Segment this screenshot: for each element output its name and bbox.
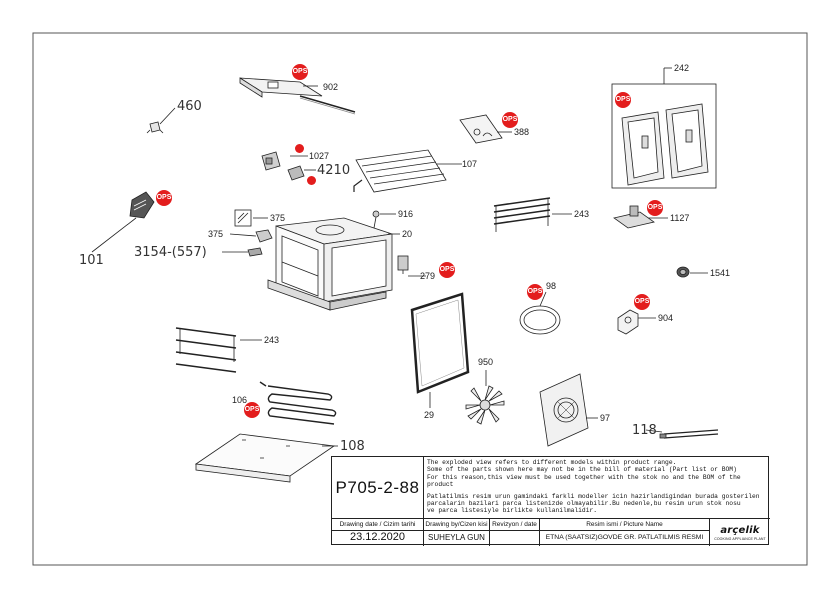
part-label-1541: 1541 [710, 268, 731, 278]
ops-badge-106: OPS [244, 402, 260, 418]
part-29-door-seal [410, 292, 470, 408]
logo-tagline: COOKING APPLIANCE PLANT [714, 536, 766, 541]
part-118-rods [645, 429, 719, 439]
header-drawing-by: Drawing by/Cizen kisi [424, 519, 490, 531]
header-drawing-date: Drawing date / Cizim tarihi [332, 519, 424, 531]
part-20-oven-body [267, 217, 400, 311]
part-label-1127: 1127 [670, 213, 690, 223]
part-1127-plate [613, 205, 668, 229]
ops-badge-388: OPS [502, 112, 518, 128]
part-label-902: 902 [323, 82, 339, 92]
value-drawing-date: 23.12.2020 [332, 531, 424, 546]
note-en-2: Some of the parts shown here may not be … [427, 466, 737, 474]
part-460-clip [146, 107, 176, 134]
ops-badge-902: OPS [292, 64, 308, 80]
part-label-950: 950 [478, 357, 494, 367]
value-revision [490, 531, 540, 546]
part-label-97: 97 [600, 413, 611, 423]
header-revision: Revizyon / date [490, 519, 540, 531]
part-label-98: 98 [546, 281, 557, 291]
part-243-rack-right [493, 197, 572, 232]
part-375-lamp [229, 229, 273, 243]
ops-badge-1127: OPS [647, 200, 663, 216]
part-3154-clip [222, 247, 263, 257]
part-label-388: 388 [514, 127, 530, 137]
part-label-243-left: 243 [264, 335, 280, 345]
part-108-bottom-tray [194, 433, 338, 483]
ops-badge-242: OPS [615, 92, 631, 108]
ops-badge-101: OPS [156, 190, 172, 206]
value-picture-name: ETNA (SAATSIZ)GOVDE GR. PATLATILMIS RESM… [540, 531, 710, 546]
note-tr-3: ve parca listesiyle birlikte kullanilmal… [427, 507, 598, 515]
drawing-frame [32, 32, 808, 566]
part-388-bag [459, 114, 512, 144]
logo-brand: arçelik [720, 524, 760, 536]
part-label-243-right: 243 [574, 209, 590, 219]
part-label-460: 460 [177, 99, 202, 114]
part-label-106: 106 [232, 395, 248, 405]
title-block: P705-2-88 The exploded view refers to di… [331, 456, 770, 546]
part-950-fan-blade [465, 370, 505, 425]
part-902-bracket [239, 77, 356, 115]
part-label-904: 904 [658, 313, 674, 323]
part-label-107: 107 [462, 159, 478, 169]
part-label-118: 118 [632, 423, 657, 438]
value-drawing-by: SUHEYLA GUN [424, 531, 490, 546]
note-en-1: The exploded view refers to different mo… [427, 459, 677, 466]
part-label-101: 101 [79, 253, 104, 268]
part-97-rear-cover [539, 373, 598, 447]
drawing-code: P705-2-88 [332, 457, 424, 519]
part-label-375-glass: 375 [270, 213, 286, 223]
note-tr-2: parcalarin bazilari parca listenizde olm… [427, 500, 741, 508]
part-label-20: 20 [402, 229, 413, 239]
part-label-1027: 1027 [309, 151, 330, 161]
part-label-279: 279 [420, 271, 436, 281]
part-279-sensor [397, 255, 426, 277]
part-label-4210: 4210 [317, 163, 351, 178]
part-904-fan-part [617, 309, 656, 335]
part-1027-switch [261, 151, 308, 171]
part-label-916: 916 [398, 209, 414, 219]
ops-badge-1027 [295, 144, 304, 153]
ops-badge-4210 [307, 176, 316, 185]
arcelik-logo: arçelik COOKING APPLIANCE PLANT [710, 519, 770, 546]
part-label-108: 108 [340, 439, 365, 454]
part-101-motor [91, 191, 155, 253]
part-98-ring [519, 291, 561, 335]
ops-badge-98: OPS [527, 284, 543, 300]
part-243-rack-left [175, 327, 262, 373]
ops-badge-279: OPS [439, 262, 455, 278]
note-tr-1: Patlatilmis resim urun gamindaki farkli … [427, 492, 760, 500]
part-375-glass [234, 209, 268, 227]
part-label-3154: 3154-(557) [134, 245, 207, 260]
part-4210-switch [287, 165, 316, 181]
part-916-screw [372, 210, 396, 229]
header-picture-name: Resim ismi / Picture Name [540, 519, 710, 531]
part-label-375-lamp: 375 [208, 229, 224, 239]
part-label-242: 242 [674, 63, 690, 73]
ops-badge-904: OPS [634, 294, 650, 310]
part-1541-grommet [676, 266, 708, 278]
exploded-view-notes: The exploded view refers to different mo… [424, 457, 770, 519]
note-en-3: For this reason,this view must be used t… [427, 473, 741, 489]
part-label-29: 29 [424, 410, 435, 420]
part-107-grill-element [353, 149, 462, 193]
part-242-panel-box [611, 67, 717, 189]
part-106-bottom-heater [259, 381, 337, 425]
